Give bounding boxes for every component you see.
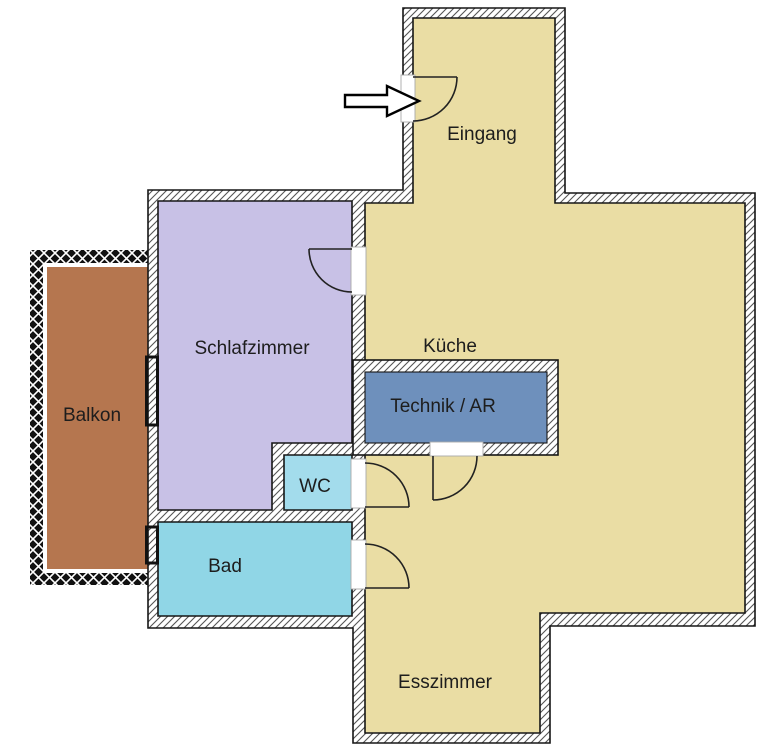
door-opening-schlafzimmer xyxy=(350,246,367,296)
door-swing-schlafzimmer xyxy=(308,248,353,293)
room-label-schlafzimmer: Schlafzimmer xyxy=(194,338,310,359)
balcony xyxy=(30,250,148,585)
room-label-technik: Technik / AR xyxy=(390,396,496,417)
window-schlafzimmer xyxy=(145,355,159,427)
room-area-bad xyxy=(158,522,352,616)
door-opening-wc xyxy=(350,458,367,509)
building-walls xyxy=(147,7,756,744)
room-label-eingang: Eingang xyxy=(447,124,517,145)
room-label-bad: Bad xyxy=(208,556,242,577)
door-opening-technik xyxy=(429,441,484,457)
door-opening-bad xyxy=(350,539,367,590)
room-area-technik xyxy=(364,371,548,444)
room-label-balkon: Balkon xyxy=(63,405,121,426)
entrance-arrow-icon xyxy=(343,84,422,118)
room-area-wc xyxy=(284,455,352,510)
door-swing-bad xyxy=(364,543,410,589)
window-bad xyxy=(145,525,159,565)
door-swing-technik xyxy=(432,455,478,501)
balcony-floor xyxy=(47,267,148,569)
room-area-schlafzimmer xyxy=(158,201,352,510)
room-label-wc: WC xyxy=(299,476,331,497)
room-label-kueche: Küche xyxy=(423,336,477,357)
room-label-esszimmer: Esszimmer xyxy=(398,672,493,693)
door-swing-entrance xyxy=(412,76,458,122)
door-swing-wc xyxy=(364,462,410,508)
